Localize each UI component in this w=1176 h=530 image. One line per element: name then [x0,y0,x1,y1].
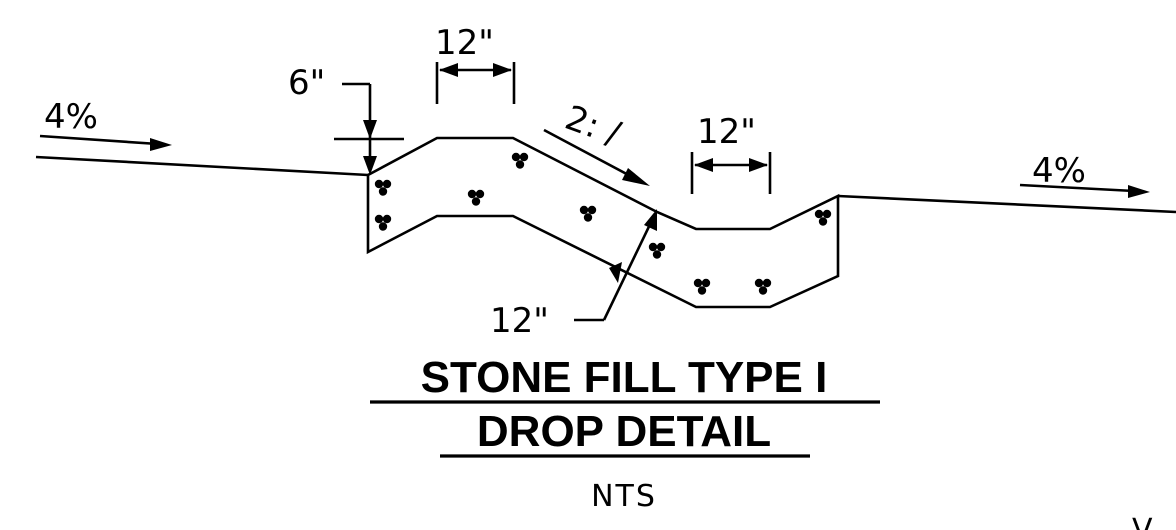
slope-arrow-left: 4% [39,97,172,151]
depth-label: 6" [288,63,325,103]
stone-aggregate [374,152,832,295]
detail-title-line2: DROP DETAIL [477,407,771,456]
sheet-mark: V [1132,513,1155,530]
side-slope-label: 2: / [560,98,626,155]
stone-fill-section [366,136,840,309]
slope-arrow-right: 4% [1019,151,1150,198]
slope-label-left: 4% [44,97,98,137]
ground-line-left [35,155,369,177]
slope-label-right: 4% [1032,151,1086,191]
bottom-width-label: 12" [697,112,756,152]
top-width-dimension: 12" [435,23,516,104]
side-slope-arrow: 2: / [543,98,650,186]
detail-title-line1: STONE FILL TYPE I [421,353,828,402]
thickness-label: 12" [490,301,549,341]
ground-line-right [837,194,1176,214]
depth-dimension: 6" [288,63,404,175]
bottom-width-dimension: 12" [690,112,772,194]
top-width-label: 12" [435,23,494,63]
thickness-dimension: 12" [490,209,657,341]
scale-note: NTS [591,479,657,514]
